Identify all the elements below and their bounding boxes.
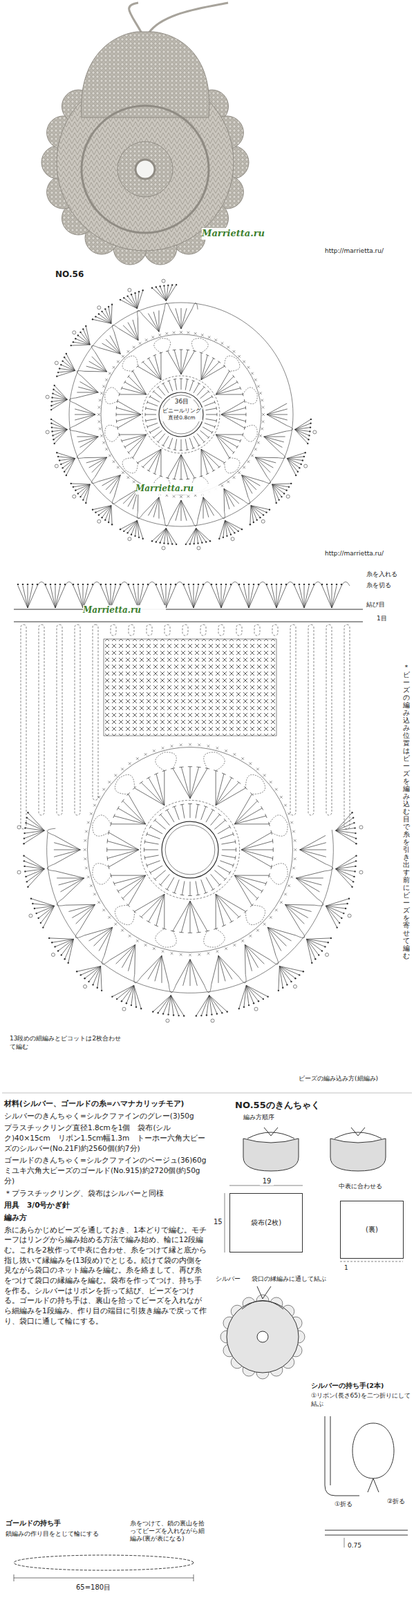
chart-label: 結び目: [366, 601, 412, 610]
fabric-panel: (裏): [340, 1201, 404, 1260]
watermark: Marrietta.ru: [82, 605, 166, 617]
chart-label: 用具 3/0号かぎ針: [4, 1200, 209, 1211]
chart-label: シルバー: [215, 1275, 251, 1285]
chart-label: ビニールリング 直径0.8cm: [161, 407, 203, 422]
chart-label: 0.75: [347, 1542, 376, 1551]
text-column: 材料(シルバー、ゴールドの糸=ハマナカリッチモア)シルバーのきんちゃく=シルクフ…: [4, 1098, 209, 1329]
chart-label: 糸を入れる: [366, 570, 412, 580]
assembly-figures: [2, 1093, 412, 1583]
chart-label: 13段めの細編みとピコットは2枚合わせて編む: [9, 1035, 128, 1052]
chart-label: ＊プラスチックリング、袋布はシルバーと同様: [4, 1188, 209, 1200]
vertical-note: ＊ビーズの編み込み位置はビーズを編み込む目で糸を引き出す前にビーズを寄せて編む: [402, 663, 410, 961]
chart-label: ①リボン(長さ65)を二つ折りにして結ぶ: [311, 1392, 412, 1409]
bag-chart: [0, 0, 363, 1023]
chart-label: シルバーのきんちゃく=シルクファインのグレー(3)50g: [4, 1111, 209, 1122]
chart-label: 19: [259, 1177, 274, 1187]
chart-label: 65=180目: [76, 1583, 132, 1593]
chart-label: 編み方順序: [243, 1114, 313, 1123]
chart-label: 36目: [170, 398, 194, 407]
chart-label: 鎖編みの作り目をとじて輪にする: [5, 1530, 127, 1540]
chart-label: シルバーの持ち手(2本): [311, 1382, 412, 1391]
chart-label: 1目: [376, 615, 405, 624]
chart-label: ビーズの編み込み方(細編み): [298, 1075, 412, 1084]
watermark: Marrietta.ru: [201, 228, 285, 240]
chart-label: 糸をつけて、鎖の裏山を拾ってビーズを入れながら細編み(裏が表になる): [129, 1520, 208, 1544]
chart-label: NO.55のきんちゃく: [234, 1100, 374, 1113]
chart-label: 糸を切る: [366, 581, 412, 591]
chart-label: 1: [344, 1264, 353, 1274]
chart-label: 材料(シルバー、ゴールドの糸=ハマナカリッチモア): [4, 1098, 209, 1110]
purse-photo: [41, 2, 249, 265]
chart-label: 編み方: [4, 1212, 209, 1224]
round-chart: [0, 0, 317, 551]
chart-label: ゴールドの持ち手: [5, 1519, 117, 1529]
watermark: Marrietta.ru: [135, 483, 219, 495]
chart-label: http://marrietta.ru/: [324, 247, 412, 256]
chart-label: ②折る: [387, 1498, 412, 1507]
chart-label: NO.56: [55, 269, 97, 281]
panel-label: 袋布(2枚): [250, 1218, 282, 1229]
chart-label: 15: [213, 1217, 224, 1227]
chart-label: プラスチックリング直径1.8cmを1個 袋布(シルク)40×15cm リボン1.…: [4, 1123, 209, 1154]
chart-label: 袋口の縁編みに通して結ぶ: [251, 1275, 356, 1285]
chart-label: 糸にあらかじめビーズを通しておき、1本どりで編む。モチーフはリングから編み始める…: [4, 1225, 209, 1328]
chart-label: http://marrietta.ru/: [324, 550, 412, 559]
chart-label: ゴールドのきんちゃく=シルクファインのベージュ(36)60g ミユキ六角大ビーズ…: [4, 1155, 209, 1187]
panel-label: (裏): [365, 1225, 379, 1236]
fabric-panel: 袋布(2枚): [229, 1193, 303, 1254]
chart-label: 中表に合わせる: [338, 1183, 408, 1192]
chart-label: ①折る: [334, 1501, 363, 1510]
